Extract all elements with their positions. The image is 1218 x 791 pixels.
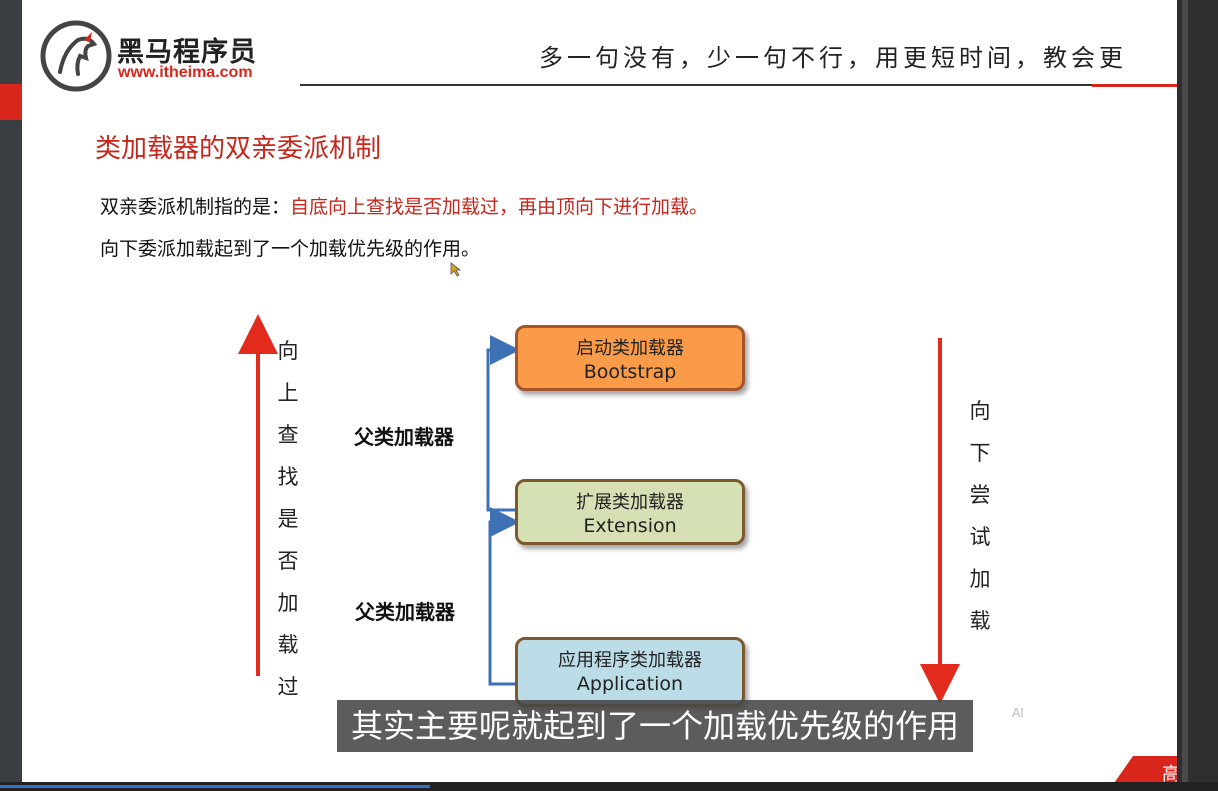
extension-loader-en: Extension bbox=[583, 515, 677, 537]
right-vertical-char: 试 bbox=[969, 525, 991, 549]
left-vertical-char: 向 bbox=[277, 339, 299, 363]
diagram-arrows bbox=[238, 314, 960, 704]
right-scrollbar[interactable] bbox=[1178, 0, 1218, 791]
left-vertical-char: 加 bbox=[277, 591, 299, 615]
application-loader-cn: 应用程序类加载器 bbox=[558, 650, 702, 671]
left-vertical-char: 找 bbox=[277, 465, 299, 489]
video-subtitle: 其实主要呢就起到了一个加载优先级的作用 bbox=[337, 700, 974, 752]
right-vertical-char: 尝 bbox=[969, 483, 991, 507]
cursor-icon bbox=[450, 262, 462, 277]
bootstrap-loader-cn: 启动类加载器 bbox=[576, 338, 684, 359]
left-vertical-char: 过 bbox=[277, 675, 299, 699]
horse-logo-icon bbox=[40, 20, 112, 92]
video-progress-bar[interactable] bbox=[0, 782, 1218, 791]
corner-text: 高 bbox=[1162, 764, 1177, 782]
scrollbar-track[interactable] bbox=[1182, 0, 1188, 791]
blue-connector-ext-to-boot bbox=[486, 335, 520, 512]
slide: 黑马程序员 www.itheima.com 多一句没有，少一句不行，用更短时间，… bbox=[22, 0, 1177, 782]
ai-mark: AI bbox=[1012, 706, 1024, 720]
left-edge-strip bbox=[0, 0, 22, 791]
slogan: 多一句没有，少一句不行，用更短时间，教会更 bbox=[539, 44, 1127, 72]
left-red-tab bbox=[0, 84, 22, 120]
slide-title: 类加载器的双亲委派机制 bbox=[95, 134, 382, 164]
left-vertical-char: 是 bbox=[277, 507, 299, 531]
definition-line: 双亲委派机制指的是：自底向上查找是否加载过，再由顶向下进行加载。 bbox=[100, 192, 708, 219]
extension-loader-cn: 扩展类加载器 bbox=[576, 492, 684, 513]
application-loader-en: Application bbox=[576, 673, 684, 695]
definition-highlight: 自底向上查找是否加载过，再由顶向下进行加载。 bbox=[290, 196, 709, 218]
right-vertical-text: 向 下 尝 试 加 载 bbox=[967, 390, 993, 642]
brand-name: 黑马程序员 bbox=[117, 37, 257, 68]
parent-loader-label-2: 父类加载器 bbox=[355, 600, 455, 624]
header-red-accent bbox=[1092, 84, 1177, 87]
parent-loader-label-1: 父类加载器 bbox=[354, 425, 454, 449]
left-vertical-char: 否 bbox=[277, 549, 299, 573]
left-vertical-char: 上 bbox=[277, 381, 299, 405]
priority-line: 向下委派加载起到了一个加载优先级的作用。 bbox=[100, 238, 481, 260]
header-divider bbox=[300, 84, 1177, 86]
left-vertical-char: 查 bbox=[277, 423, 299, 447]
blue-connector-app-to-ext bbox=[488, 507, 520, 686]
right-vertical-char: 加 bbox=[969, 567, 991, 591]
right-vertical-char: 下 bbox=[969, 441, 991, 465]
video-progress-fill bbox=[0, 785, 430, 788]
bootstrap-loader-box: 启动类加载器 Bootstrap bbox=[515, 325, 745, 391]
application-loader-box: 应用程序类加载器 Application bbox=[515, 637, 745, 707]
right-vertical-char: 载 bbox=[969, 609, 991, 633]
brand-site: www.itheima.com bbox=[118, 64, 253, 81]
extension-loader-box: 扩展类加载器 Extension bbox=[515, 479, 745, 545]
bootstrap-loader-en: Bootstrap bbox=[583, 361, 677, 383]
left-vertical-char: 载 bbox=[277, 633, 299, 657]
definition-prefix: 双亲委派机制指的是： bbox=[100, 196, 291, 218]
right-vertical-char: 向 bbox=[969, 399, 991, 423]
left-vertical-text: 向 上 查 找 是 否 加 载 过 bbox=[275, 330, 301, 708]
